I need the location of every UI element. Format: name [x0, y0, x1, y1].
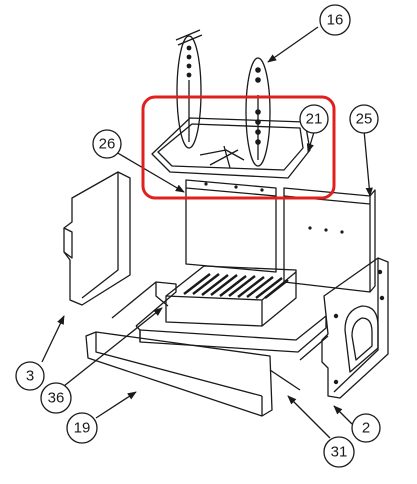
callout-2-circle	[351, 413, 381, 443]
back-panel-left	[185, 179, 277, 273]
callout-circles	[15, 4, 381, 468]
callout-19-label: 19	[74, 420, 91, 437]
callout-25-label: 25	[356, 111, 373, 128]
highlight-box	[141, 95, 336, 200]
callout-36-circle	[40, 382, 72, 414]
back-panel-holes	[204, 182, 344, 234]
hanger-wire-top	[175, 29, 203, 46]
callout-21-label: 21	[306, 111, 323, 128]
right-side-plate	[321, 257, 389, 399]
grate	[165, 265, 297, 327]
front-lip	[85, 331, 273, 417]
callout-3-label: 3	[26, 368, 34, 385]
callout-16-circle	[319, 4, 351, 36]
baffle-plate	[151, 117, 311, 179]
hanger-holes	[186, 45, 261, 145]
callout-31-circle	[323, 436, 355, 468]
callout-19-circle	[66, 412, 98, 444]
callout-3-circle	[15, 361, 45, 391]
callout-31-label: 31	[331, 444, 348, 461]
callout-21-circle	[299, 104, 329, 134]
callout-26-circle	[92, 129, 122, 159]
callout-36-label: 36	[48, 390, 65, 407]
right-plate-holes	[333, 269, 385, 385]
callout-26-label: 26	[99, 136, 116, 153]
callout-25-circle	[349, 104, 379, 134]
callout-2-label: 2	[362, 420, 370, 437]
baffle-hangers	[176, 35, 271, 167]
left-side-panel	[63, 171, 131, 306]
grate-slots	[183, 273, 289, 299]
back-panel-right	[283, 187, 376, 293]
leader-lines	[41, 26, 373, 439]
callout-16-label: 16	[327, 12, 344, 29]
